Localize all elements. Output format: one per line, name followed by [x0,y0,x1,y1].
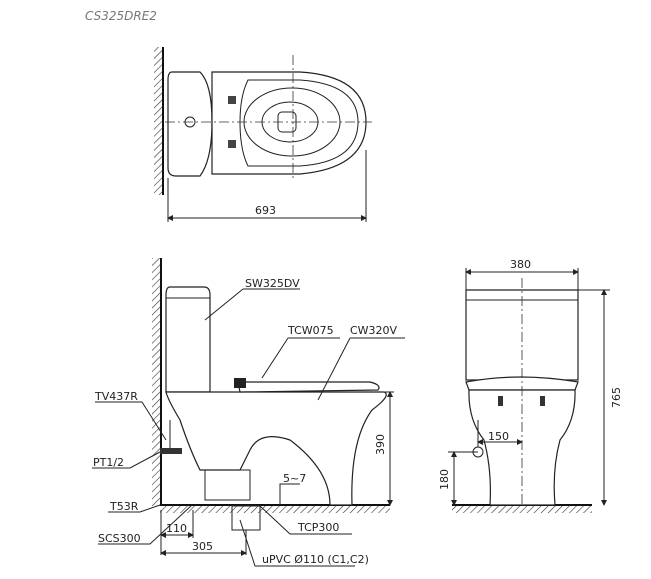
model-title: CS325DRE2 [85,9,157,23]
label-seat: TCW075 [287,324,334,337]
dim-width-380: 380 [510,258,531,271]
label-flange: TCP300 [297,521,339,534]
wall-hatch [152,258,160,506]
seat-side [237,381,380,393]
bowl-outline [211,71,367,175]
label-bowl: CW320V [350,324,398,337]
dim-305: 305 [192,540,213,553]
seat-lid [239,79,359,167]
label-valve: TV437R [94,390,138,403]
dim-110: 110 [166,522,187,535]
seat-front [465,376,579,391]
hinge-icon [228,140,236,148]
floor-hatch [160,506,390,513]
flange-block [204,469,251,501]
label-gap: 5~7 [283,472,306,485]
label-drain: uPVC Ø110 (C1,C2) [262,553,369,566]
tank-side [165,286,211,393]
label-screw: SCS300 [98,532,141,545]
front-view: 380 765 180 150 [438,258,623,513]
wall-hatch [154,47,162,195]
tank-top [167,71,213,177]
side-view: SW325DV TCW075 CW320V TV437R PT1/2 T53R … [92,258,405,567]
dim-height-765: 765 [610,387,623,408]
label-tank: SW325DV [245,277,300,290]
label-hose: T53R [109,500,139,513]
dim-width-693: 693 [255,204,276,217]
bowl-side [165,391,387,506]
dim-150: 150 [488,430,509,443]
dim-height-180: 180 [438,469,451,490]
valve-icon [160,448,182,454]
hinge-icon [228,96,236,104]
floor-hatch [452,506,592,513]
top-view: 693 [154,47,372,222]
dim-height-390: 390 [374,434,387,455]
label-pipe-thread: PT1/2 [93,456,124,469]
